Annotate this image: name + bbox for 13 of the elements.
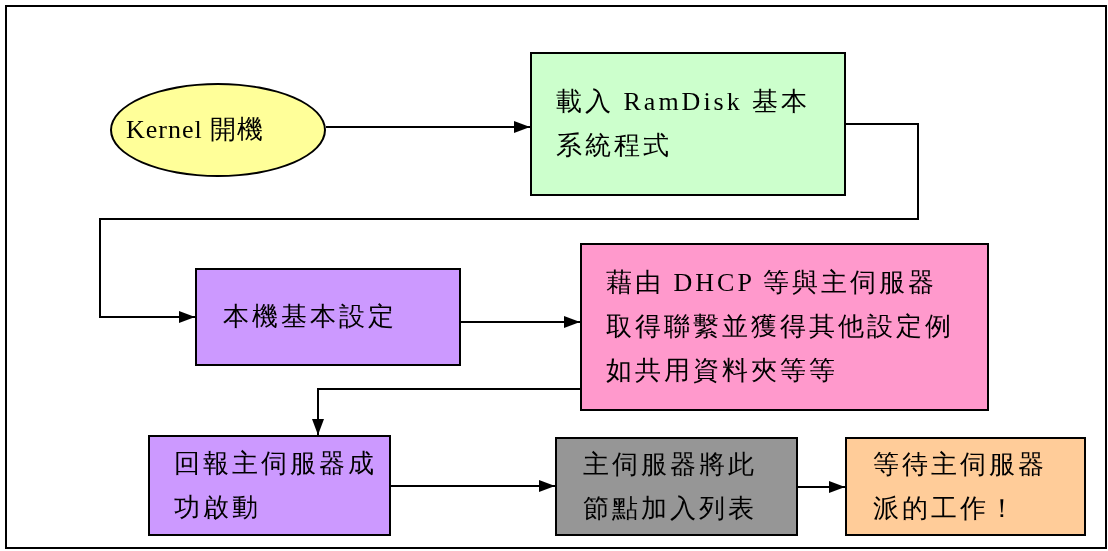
arrow (390, 480, 556, 492)
arrow (460, 316, 581, 328)
process-box: 等待主伺服器派的工作！ (845, 437, 1086, 536)
process-box: 本機基本設定 (195, 268, 461, 366)
arrow (797, 481, 846, 493)
process-box: 藉由 DHCP 等與主伺服器取得聯繫並獲得其他設定例如共用資料夾等等 (580, 243, 989, 411)
process-box: 載入 RamDisk 基本系統程式 (530, 52, 846, 196)
arrow (99, 123, 919, 323)
arrow (312, 388, 581, 436)
arrow (325, 121, 531, 133)
process-box: 回報主伺服器成功啟動 (148, 435, 391, 536)
start-ellipse: Kernel 開機 (110, 83, 326, 177)
process-box: 主伺服器將此節點加入列表 (555, 437, 798, 536)
